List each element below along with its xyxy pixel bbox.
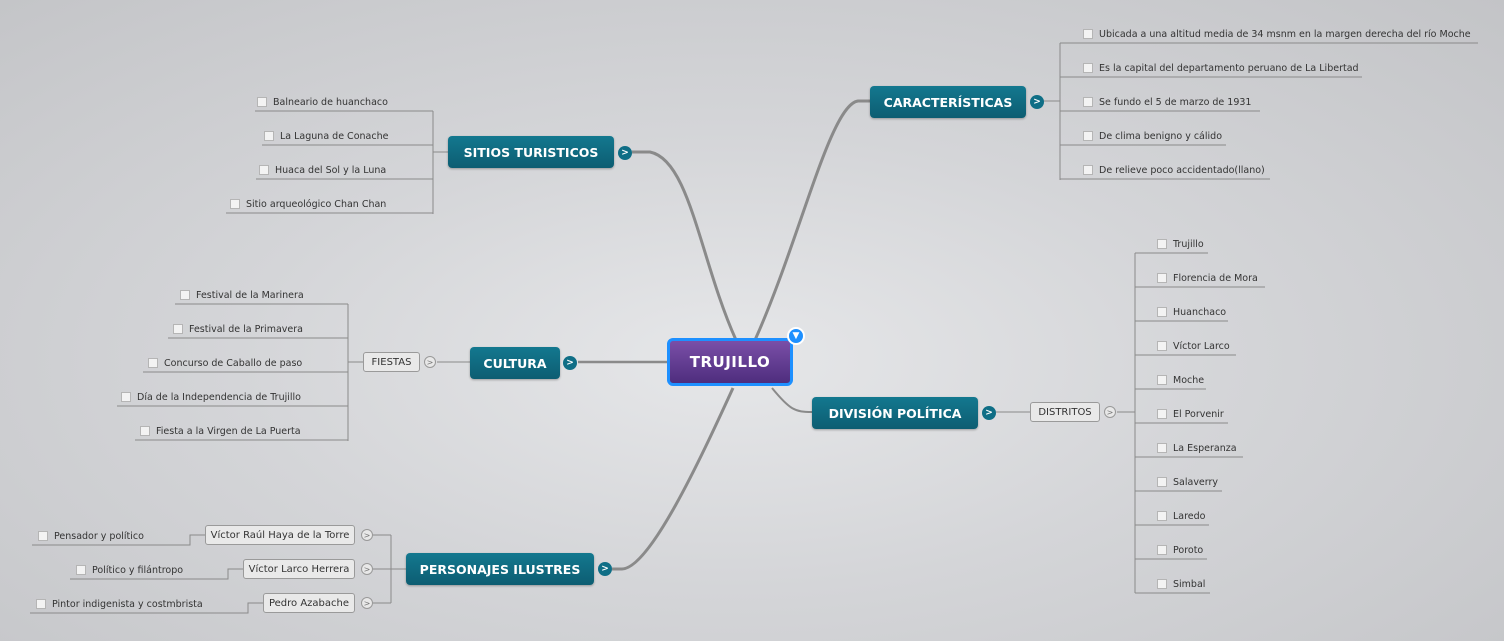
leaf-caracteristica-3[interactable]: Se fundo el 5 de marzo de 1931: [1083, 95, 1251, 109]
checkbox-icon[interactable]: [257, 97, 267, 107]
expand-chevron-right-icon[interactable]: >: [361, 597, 373, 609]
expand-chevron-right-icon[interactable]: >: [1030, 95, 1044, 109]
topic-caracteristicas[interactable]: CARACTERÍSTICAS: [870, 86, 1026, 118]
topic-cultura[interactable]: CULTURA: [470, 347, 560, 379]
checkbox-icon[interactable]: [1157, 341, 1167, 351]
topic-division-politica[interactable]: DIVISIÓN POLÍTICA: [812, 397, 978, 429]
leaf-distrito-8[interactable]: Salaverry: [1157, 475, 1218, 489]
expand-chevron-right-icon[interactable]: >: [618, 146, 632, 160]
leaf-sitio-2[interactable]: La Laguna de Conache: [264, 129, 388, 143]
expand-chevron-right-icon[interactable]: >: [361, 563, 373, 575]
checkbox-icon[interactable]: [1083, 29, 1093, 39]
expand-chevron-right-icon[interactable]: >: [361, 529, 373, 541]
checkbox-icon[interactable]: [121, 392, 131, 402]
checkbox-icon[interactable]: [173, 324, 183, 334]
leaf-distrito-6[interactable]: El Porvenir: [1157, 407, 1224, 421]
subtopic-distritos[interactable]: DISTRITOS: [1030, 402, 1100, 422]
checkbox-icon[interactable]: [230, 199, 240, 209]
expand-chevron-right-icon[interactable]: >: [598, 562, 612, 576]
expand-chevron-right-icon[interactable]: >: [982, 406, 996, 420]
checkbox-icon[interactable]: [148, 358, 158, 368]
checkbox-icon[interactable]: [1157, 409, 1167, 419]
leaf-distrito-10[interactable]: Poroto: [1157, 543, 1203, 557]
leaf-distrito-2[interactable]: Florencia de Mora: [1157, 271, 1258, 285]
leaf-sitio-3[interactable]: Huaca del Sol y la Luna: [259, 163, 386, 177]
checkbox-icon[interactable]: [1083, 165, 1093, 175]
checkbox-icon[interactable]: [259, 165, 269, 175]
leaf-fiesta-1[interactable]: Festival de la Marinera: [180, 288, 304, 302]
leaf-distrito-3[interactable]: Huanchaco: [1157, 305, 1226, 319]
collapse-toggle-chevron-down-icon[interactable]: ▼: [787, 327, 805, 345]
checkbox-icon[interactable]: [1157, 511, 1167, 521]
checkbox-icon[interactable]: [38, 531, 48, 541]
subtopic-fiestas[interactable]: FIESTAS: [363, 352, 420, 372]
leaf-fiesta-4[interactable]: Día de la Independencia de Trujillo: [121, 390, 301, 404]
leaf-person-3-desc[interactable]: Pintor indigenista y costmbrista: [36, 597, 203, 611]
topic-sitios-turisticos[interactable]: SITIOS TURISTICOS: [448, 136, 614, 168]
checkbox-icon[interactable]: [1157, 545, 1167, 555]
leaf-caracteristica-2[interactable]: Es la capital del departamento peruano d…: [1083, 61, 1359, 75]
leaf-caracteristica-5[interactable]: De relieve poco accidentado(llano): [1083, 163, 1265, 177]
leaf-distrito-1[interactable]: Trujillo: [1157, 237, 1204, 251]
expand-chevron-right-icon[interactable]: >: [1104, 406, 1116, 418]
central-topic[interactable]: TRUJILLO: [667, 338, 793, 386]
expand-chevron-right-icon[interactable]: >: [424, 356, 436, 368]
checkbox-icon[interactable]: [1083, 131, 1093, 141]
checkbox-icon[interactable]: [1157, 443, 1167, 453]
checkbox-icon[interactable]: [1157, 239, 1167, 249]
subtopic-person-2[interactable]: Víctor Larco Herrera: [243, 559, 355, 579]
subtopic-person-3[interactable]: Pedro Azabache: [263, 593, 355, 613]
leaf-caracteristica-1[interactable]: Ubicada a una altitud media de 34 msnm e…: [1083, 27, 1471, 41]
leaf-fiesta-5[interactable]: Fiesta a la Virgen de La Puerta: [140, 424, 301, 438]
checkbox-icon[interactable]: [1157, 273, 1167, 283]
topic-personajes-ilustres[interactable]: PERSONAJES ILUSTRES: [406, 553, 594, 585]
checkbox-icon[interactable]: [264, 131, 274, 141]
leaf-fiesta-3[interactable]: Concurso de Caballo de paso: [148, 356, 302, 370]
checkbox-icon[interactable]: [1157, 477, 1167, 487]
leaf-person-1-desc[interactable]: Pensador y político: [38, 529, 144, 543]
leaf-distrito-11[interactable]: Simbal: [1157, 577, 1205, 591]
leaf-sitio-4[interactable]: Sitio arqueológico Chan Chan: [230, 197, 386, 211]
checkbox-icon[interactable]: [1157, 307, 1167, 317]
leaf-distrito-5[interactable]: Moche: [1157, 373, 1204, 387]
checkbox-icon[interactable]: [1083, 97, 1093, 107]
leaf-sitio-1[interactable]: Balneario de huanchaco: [257, 95, 388, 109]
checkbox-icon[interactable]: [36, 599, 46, 609]
leaf-fiesta-2[interactable]: Festival de la Primavera: [173, 322, 303, 336]
checkbox-icon[interactable]: [76, 565, 86, 575]
checkbox-icon[interactable]: [140, 426, 150, 436]
leaf-caracteristica-4[interactable]: De clima benigno y cálido: [1083, 129, 1222, 143]
checkbox-icon[interactable]: [1083, 63, 1093, 73]
checkbox-icon[interactable]: [1157, 579, 1167, 589]
expand-chevron-right-icon[interactable]: >: [563, 356, 577, 370]
leaf-person-2-desc[interactable]: Político y filántropo: [76, 563, 183, 577]
leaf-distrito-7[interactable]: La Esperanza: [1157, 441, 1237, 455]
leaf-distrito-4[interactable]: Víctor Larco: [1157, 339, 1230, 353]
checkbox-icon[interactable]: [1157, 375, 1167, 385]
subtopic-person-1[interactable]: Víctor Raúl Haya de la Torre: [205, 525, 355, 545]
leaf-distrito-9[interactable]: Laredo: [1157, 509, 1206, 523]
checkbox-icon[interactable]: [180, 290, 190, 300]
